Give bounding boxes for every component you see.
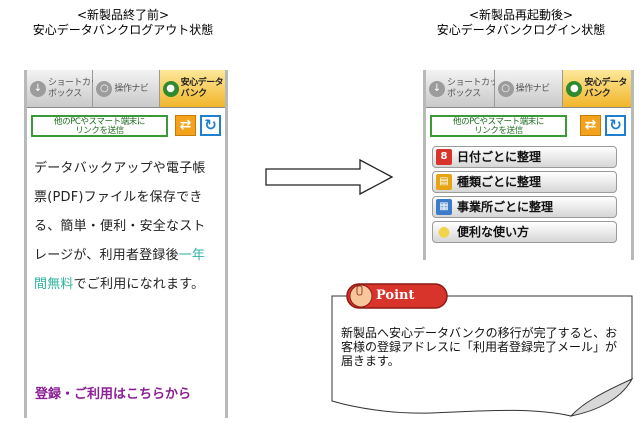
files-icon: ▤: [436, 174, 452, 190]
tab-data-bank[interactable]: ● 安心データ バンク: [563, 70, 631, 108]
tab-shortcut-box[interactable]: ↓ ショートカット ボックス: [27, 70, 108, 108]
tab-shortcut-box[interactable]: ↓ ショートカット ボックス: [426, 70, 507, 108]
menu-item-label: 日付ごとに整理: [457, 150, 542, 164]
right-caption-subtitle: 安心データバンクログイン状態: [436, 23, 606, 37]
reload-icon[interactable]: ↻: [605, 115, 626, 136]
tab-data-bank[interactable]: ● 安心データ バンク: [159, 70, 225, 108]
search-icon: ○: [96, 81, 113, 97]
lightbulb-icon: ●: [437, 224, 451, 240]
download-icon: ↓: [429, 81, 445, 97]
tab-bar: ↓ ショートカット ボックス ○ 操作ナビ ● 安心データ バンク: [426, 70, 631, 108]
tab-operation-navi[interactable]: ○ 操作ナビ: [93, 70, 160, 108]
register-link[interactable]: 登録・ご利用はこちらから: [35, 387, 192, 402]
free-year-highlight: 一年間無料: [34, 248, 206, 292]
point-note-card: [331, 295, 633, 417]
point-badge-label: Point: [376, 288, 415, 303]
swap-icon[interactable]: ⇄: [580, 115, 601, 136]
menu-item-label: 事業所ごとに整理: [457, 200, 554, 214]
key-icon: ●: [162, 81, 179, 97]
menu-item-label: 種類ごとに整理: [457, 175, 542, 189]
download-icon: ↓: [30, 81, 46, 97]
tab-label: 操作ナビ: [515, 84, 551, 94]
swap-icon[interactable]: ⇄: [175, 115, 196, 136]
point-badge: [346, 283, 448, 309]
menu-item-label: 便利な使い方: [457, 225, 530, 239]
description-text: データバックアップや電子帳票(PDF)ファイルを保存できる、簡単・便利・安全なス…: [34, 154, 216, 299]
key-icon: ●: [566, 81, 583, 97]
finger-icon: [349, 284, 373, 308]
search-icon: ○: [497, 81, 514, 97]
menu-item-tips[interactable]: ● 便利な使い方: [432, 221, 617, 243]
tab-label: ショートカット ボックス: [447, 78, 507, 99]
login-screen: ↓ ショートカット ボックス ○ 操作ナビ ● 安心データ バンク 他のPCやス…: [423, 70, 634, 260]
left-caption-subtitle: 安心データバンクログアウト状態: [32, 23, 214, 37]
logout-screen: ↓ ショートカット ボックス ○ 操作ナビ ● 安心データ バンク 他のPCやス…: [24, 70, 228, 418]
tab-operation-navi[interactable]: ○ 操作ナビ: [494, 70, 564, 108]
tab-label: ショートカット ボックス: [48, 78, 108, 99]
send-row: 他のPCやスマート端末に リンクを送信 ⇄ ↻: [426, 115, 631, 137]
tab-bar: ↓ ショートカット ボックス ○ 操作ナビ ● 安心データ バンク: [27, 70, 225, 108]
menu-item-by-type[interactable]: ▤ 種類ごとに整理: [432, 171, 617, 193]
calendar-icon: 8: [436, 149, 452, 165]
left-caption-title: <新製品終了前>: [76, 8, 170, 22]
send-link-button[interactable]: 他のPCやスマート端末に リンクを送信: [31, 115, 168, 137]
menu-item-by-date[interactable]: 8 日付ごとに整理: [432, 146, 617, 168]
right-caption: <新製品再起動後> 安心データバンクログイン状態: [414, 8, 628, 38]
send-row: 他のPCやスマート端末に リンクを送信 ⇄ ↻: [27, 115, 225, 137]
description-outro: でご利用になれます。: [73, 277, 205, 292]
tab-label: 操作ナビ: [114, 84, 149, 94]
point-message: 新製品へ安心データバンクの移行が完了すると、お客様の登録アドレスに「利用者登録完…: [341, 326, 618, 368]
tab-label: 安心データ バンク: [180, 78, 224, 99]
reload-icon[interactable]: ↻: [200, 115, 221, 136]
right-caption-title: <新製品再起動後>: [468, 8, 574, 22]
transition-arrow-icon: [265, 158, 394, 196]
organize-menu: 8 日付ごとに整理 ▤ 種類ごとに整理 ▦ 事業所ごとに整理 ● 便利な使い方: [432, 146, 617, 246]
send-link-button[interactable]: 他のPCやスマート端末に リンクを送信: [430, 115, 567, 137]
description-intro: データバックアップや電子帳票(PDF)ファイルを保存できる、簡単・便利・安全なス…: [34, 161, 206, 263]
menu-item-by-office[interactable]: ▦ 事業所ごとに整理: [432, 196, 617, 218]
tab-label: 安心データ バンク: [584, 78, 627, 99]
building-icon: ▦: [436, 199, 452, 215]
left-caption: <新製品終了前> 安心データバンクログアウト状態: [18, 8, 228, 38]
